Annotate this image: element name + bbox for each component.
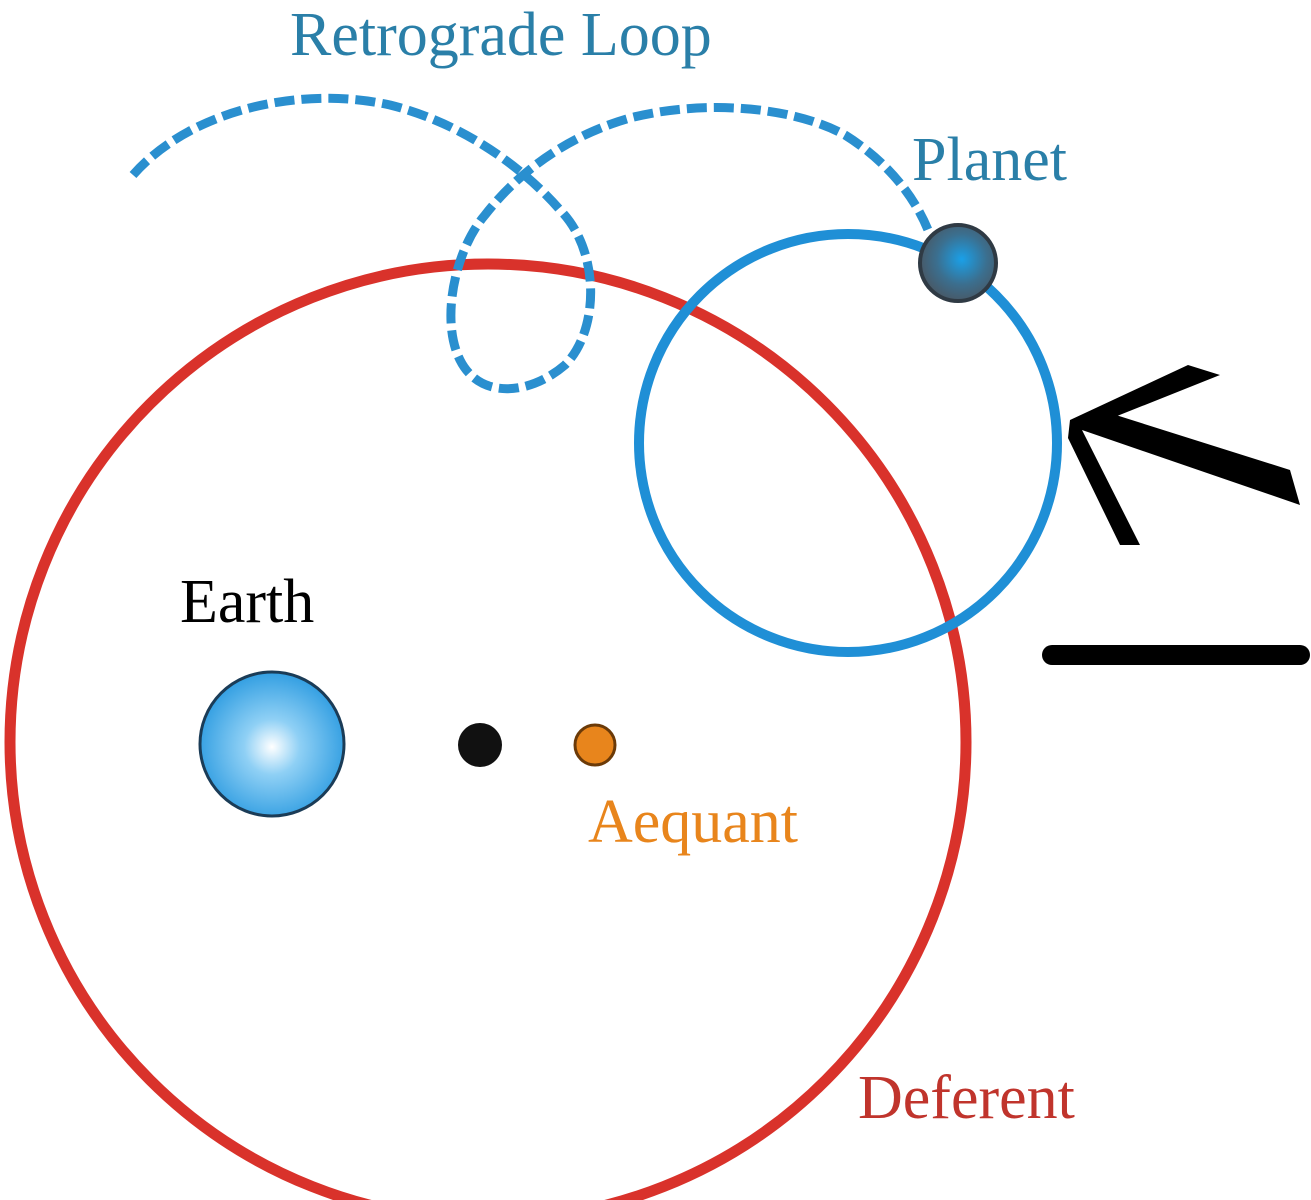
aequant-label: Aequant — [588, 788, 798, 856]
epicycle-circle — [634, 229, 1062, 657]
deferent-label: Deferent — [858, 1064, 1075, 1132]
retrograde-loop-label: Retrograde Loop — [290, 1, 712, 69]
retrograde-loop-path — [129, 93, 935, 394]
deferent-circle — [4, 258, 972, 1200]
earth-label: Earth — [180, 568, 314, 636]
aequant-point — [573, 723, 617, 767]
planet-label: Planet — [912, 126, 1067, 194]
planet-body — [918, 223, 998, 303]
deferent-center-point — [458, 723, 502, 767]
earth-globe — [198, 670, 346, 818]
arrow-chevron-icon — [1068, 365, 1300, 545]
